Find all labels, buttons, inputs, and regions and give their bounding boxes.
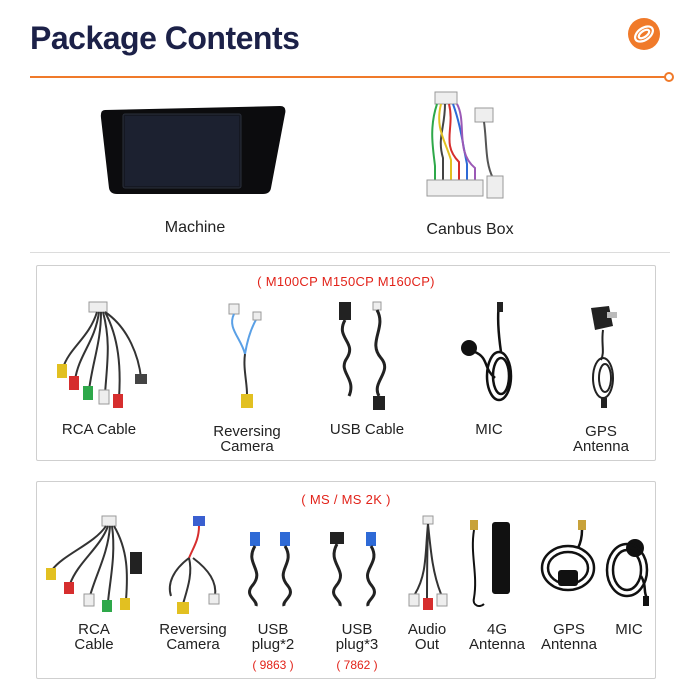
item-label: MIC <box>615 621 643 638</box>
item-label-line2: plug*3 <box>335 636 379 653</box>
item-4g-antenna: 4G Antenna <box>457 514 537 652</box>
item-label-line1: Reversing <box>159 621 227 638</box>
header-divider-dot <box>664 72 674 82</box>
item-label-line2: Antenna <box>573 438 629 455</box>
gps-antenna-icon <box>540 520 596 592</box>
item-label: RCA Cable <box>61 421 137 438</box>
package-group-1: ( M100CP M150CP M160CP) RCA Cable <box>36 265 656 461</box>
item-label-line2: Antenna <box>469 636 525 653</box>
item-label-line1: GPS <box>585 423 617 440</box>
item-usb-cable: USB Cable <box>319 298 415 438</box>
item-audio-out: Audio Out <box>395 514 459 652</box>
4g-antenna-icon <box>470 520 510 607</box>
item-label: Canbus Box <box>426 221 514 238</box>
item-label-line1: 4G <box>486 621 507 638</box>
item-canbus-box: Canbus Box <box>400 88 540 239</box>
item-rca-cable: RCA Cable <box>49 298 149 438</box>
usb-plug-icon <box>330 532 376 607</box>
mic-icon <box>605 539 649 606</box>
item-reversing-camera-2: Reversing Camera <box>147 514 239 652</box>
item-label-line1: GPS <box>553 621 585 638</box>
item-machine: Machine <box>84 100 306 237</box>
rca-cable-icon <box>46 515 142 612</box>
item-label-line1: USB <box>257 621 289 638</box>
item-label-line2: Camera <box>166 636 220 653</box>
item-label-line1: Reversing <box>213 423 281 440</box>
item-label-line2: Out <box>414 636 440 653</box>
page-title: Package Contents <box>30 20 300 56</box>
gps-antenna-icon <box>591 306 617 408</box>
item-gps-antenna-2: GPS Antenna <box>533 514 605 652</box>
item-label-line1: Audio <box>407 621 447 638</box>
header-divider <box>30 76 666 78</box>
item-usb-plug-2: USB plug*2 ( 9863 ) <box>233 514 313 672</box>
item-label-line2: Camera <box>220 438 274 455</box>
item-label-line1: RCA <box>78 621 110 638</box>
group-subtitle: ( M100CP M150CP M160CP) <box>257 274 435 289</box>
item-mic: MIC <box>441 298 537 438</box>
package-group-2: ( MS / MS 2K ) RCA Cable <box>36 481 656 679</box>
camera-cable-icon <box>168 516 220 614</box>
item-label-line1: USB <box>341 621 373 638</box>
item-usb-plug-3: USB plug*3 ( 7862 ) <box>317 514 397 672</box>
camera-cable-icon <box>228 303 262 408</box>
item-label-line2: Antenna <box>541 636 597 653</box>
usb-cable-icon <box>339 301 387 410</box>
rca-cable-icon <box>57 301 147 408</box>
item-label: USB Cable <box>329 421 405 438</box>
item-reversing-camera: Reversing Camera <box>197 298 297 454</box>
section-divider <box>30 252 670 253</box>
item-rca-cable-2: RCA Cable <box>39 514 149 652</box>
audio-out-icon <box>408 515 448 610</box>
head-unit-icon <box>100 106 286 194</box>
item-label: Machine <box>164 219 226 236</box>
canbus-harness-icon <box>426 91 504 199</box>
item-label-line2: Cable <box>74 636 114 653</box>
item-code: ( 9863 ) <box>252 658 294 672</box>
usb-plug-icon <box>248 532 292 607</box>
spiral-logo-icon <box>626 16 662 52</box>
item-label-line2: plug*2 <box>251 636 295 653</box>
item-gps-antenna: GPS Antenna <box>553 298 649 454</box>
mic-icon <box>461 302 513 402</box>
item-label: MIC <box>475 421 503 438</box>
group-subtitle: ( MS / MS 2K ) <box>301 492 391 507</box>
item-code: ( 7862 ) <box>336 658 378 672</box>
item-mic-2: MIC <box>601 514 657 638</box>
